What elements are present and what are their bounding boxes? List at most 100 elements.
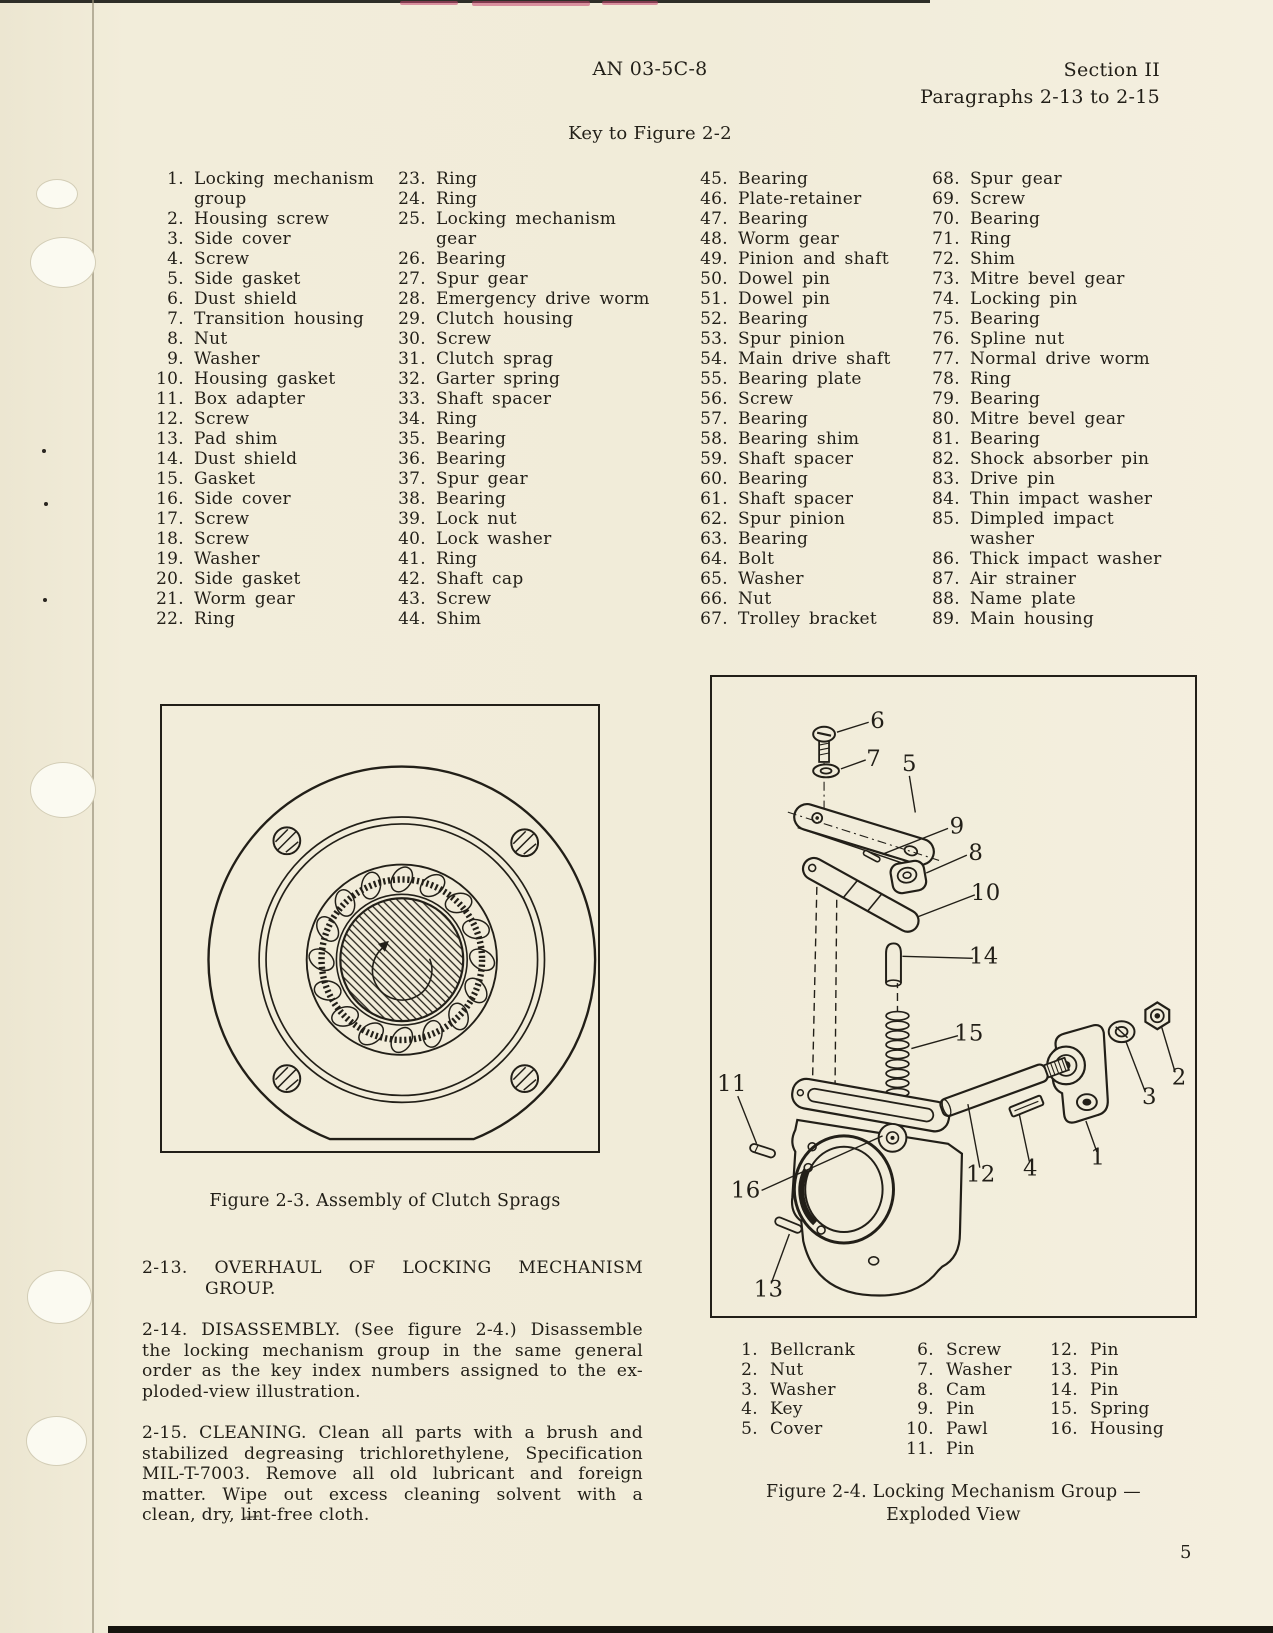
parts-list-item-number: 28. (398, 289, 426, 309)
paragraph-line: the locking mechanism group in the same … (142, 1340, 643, 1361)
parts-list-item: 70.Bearing (926, 209, 1186, 229)
parts-list-item-name: Spur gear (436, 269, 528, 289)
parts-list-item-number: 9. (917, 1399, 934, 1420)
parts-list-item-number: 78. (932, 369, 960, 389)
parts-list-item-name: Thick impact washer (970, 549, 1162, 569)
punch-hole (36, 179, 78, 209)
parts-list-item: 80.Mitre bevel gear (926, 409, 1186, 429)
parts-list-item-number: 10. (906, 1419, 934, 1440)
paragraph-range: Paragraphs 2-13 to 2-15 (920, 86, 1160, 108)
parts-list-item-number: 8. (917, 1379, 934, 1400)
parts-list-item-name: Ring (436, 409, 478, 429)
parts-list-item-number: 53. (700, 329, 728, 349)
parts-list-item-name: Ring (970, 369, 1012, 389)
parts-list-item-name: Worm gear (194, 589, 296, 609)
parts-list-item-number: 12. (1050, 1340, 1078, 1360)
parts-list-item: 75.Bearing (926, 309, 1186, 329)
parts-list-item-name: Shim (970, 249, 1016, 269)
figure-2-4-callout: 15 (954, 1021, 984, 1047)
parts-list-item: 79.Bearing (926, 389, 1186, 409)
parts-list-item-name: Ring (436, 169, 478, 189)
parts-list-item-name: Worm gear (738, 229, 840, 249)
parts-list-item-name: Bearing (970, 209, 1041, 229)
parts-list-item-number: 7. (167, 309, 184, 329)
parts-list-item-name: Spur gear (970, 169, 1062, 189)
parts-list-item: 24.Ring (392, 189, 660, 209)
parts-list-item-number: 54. (700, 349, 728, 369)
parts-list-item-number: 89. (932, 609, 960, 629)
page-number: 5 (1180, 1542, 1192, 1563)
punch-hole (30, 762, 96, 818)
parts-list-item: 13.Pin (1040, 1360, 1190, 1381)
parts-list-item-number: 48. (700, 229, 728, 249)
spring-coil (885, 1029, 910, 1041)
parts-list-item-name: Pin (1090, 1340, 1119, 1360)
parts-list-item: 5.Side gasket (150, 269, 394, 289)
parts-list-item-number: 15. (156, 469, 184, 489)
parts-list-item-number: 3. (741, 1379, 758, 1400)
parts-list-item-name: Transition housing (194, 309, 365, 329)
parts-list-item: 26.Bearing (392, 249, 660, 269)
parts-list-item: 17.Screw (150, 509, 394, 529)
parts-list-item: 15.Spring (1040, 1400, 1190, 1420)
parts-list-item-name: Bearing (436, 249, 507, 269)
parts-list-item-name: Bearing (738, 309, 809, 329)
parts-list-item-number: 80. (932, 409, 960, 429)
parts-list-item: 87.Air strainer (926, 569, 1186, 589)
parts-list-item: 20.Side gasket (150, 569, 394, 589)
parts-list-item-name: Cam (946, 1379, 987, 1400)
figure-2-4-callout: 1 (1090, 1145, 1105, 1171)
parts-list-item-number: 85. (932, 509, 960, 529)
figure-2-4-callout: 5 (902, 751, 917, 777)
parts-list-item-number: 18. (156, 529, 184, 549)
parts-list-item-name: Nut (770, 1359, 804, 1380)
parts-list-item: 83.Drive pin (926, 469, 1186, 489)
parts-list-item-number: 11. (156, 389, 184, 409)
parts-list-item-number: 87. (932, 569, 960, 589)
parts-list-item-number: 40. (398, 529, 426, 549)
parts-list-item-number: 5. (741, 1419, 758, 1440)
parts-list-item-name: Pawl (946, 1419, 988, 1440)
parts-list-item-name: Bearing (436, 489, 507, 509)
parts-list-item-name: Housing screw (194, 209, 330, 229)
parts-list-item-name: Housing (1090, 1419, 1165, 1440)
parts-list-item-number: 52. (700, 309, 728, 329)
parts-list-item: 22.Ring (150, 609, 394, 629)
parts-list-item: 38.Bearing (392, 489, 660, 509)
parts-list-item: 14.Dust shield (150, 449, 394, 469)
figure-2-4-callout: 4 (1023, 1156, 1038, 1182)
parts-list-item: 62.Spur pinion (694, 509, 948, 529)
parts-list-item-name: Washer (770, 1379, 836, 1400)
parts-list-item-number: 2. (167, 209, 184, 229)
parts-list-item: 40.Lock washer (392, 529, 660, 549)
figure-2-3-caption: Figure 2-3. Assembly of Clutch Sprags (209, 1191, 561, 1211)
parts-list-item-name: Housing gasket (194, 369, 336, 389)
parts-list-item: 1.Bellcrank (722, 1340, 892, 1361)
parts-list-item: 76.Spline nut (926, 329, 1186, 349)
parts-list-item-number: 65. (700, 569, 728, 589)
heading-2-13: 2-13. OVERHAUL OF LOCKING MECHANISM GROU… (142, 1258, 643, 1299)
parts-list-item-name: Pad shim (194, 429, 278, 449)
parts-list-item-number: 75. (932, 309, 960, 329)
parts-list-item: 12.Screw (150, 409, 394, 429)
parts-list-item-number: 73. (932, 269, 960, 289)
parts-list-item: 16.Side cover (150, 489, 394, 509)
parts-list-item-number: 2. (741, 1359, 758, 1380)
parts-list-item: 66.Nut (694, 589, 948, 609)
parts-list-item-name: Locking mechanism gear (436, 209, 617, 249)
parts-list-item: 72.Shim (926, 249, 1186, 269)
parts-list-item-name: Washer (194, 349, 260, 369)
parts-list-item-number: 74. (932, 289, 960, 309)
parts-list-item-name: Emergency drive worm (436, 289, 650, 309)
parts-list-item-name: Spur pinion (738, 329, 846, 349)
parts-list-item-name: Bearing (738, 529, 809, 549)
parts-list-item-name: Plate-retainer (738, 189, 862, 209)
parts-list-item: 25.Locking mechanism gear (392, 209, 660, 249)
parts-list-item-name: Shaft spacer (738, 489, 854, 509)
parts-list-item-number: 83. (932, 469, 960, 489)
parts-list-item-number: 56. (700, 389, 728, 409)
parts-list-item-name: Pin (946, 1438, 975, 1459)
parts-list-item-number: 51. (700, 289, 728, 309)
parts-list-item-number: 6. (167, 289, 184, 309)
parts-list-item: 64.Bolt (694, 549, 948, 569)
